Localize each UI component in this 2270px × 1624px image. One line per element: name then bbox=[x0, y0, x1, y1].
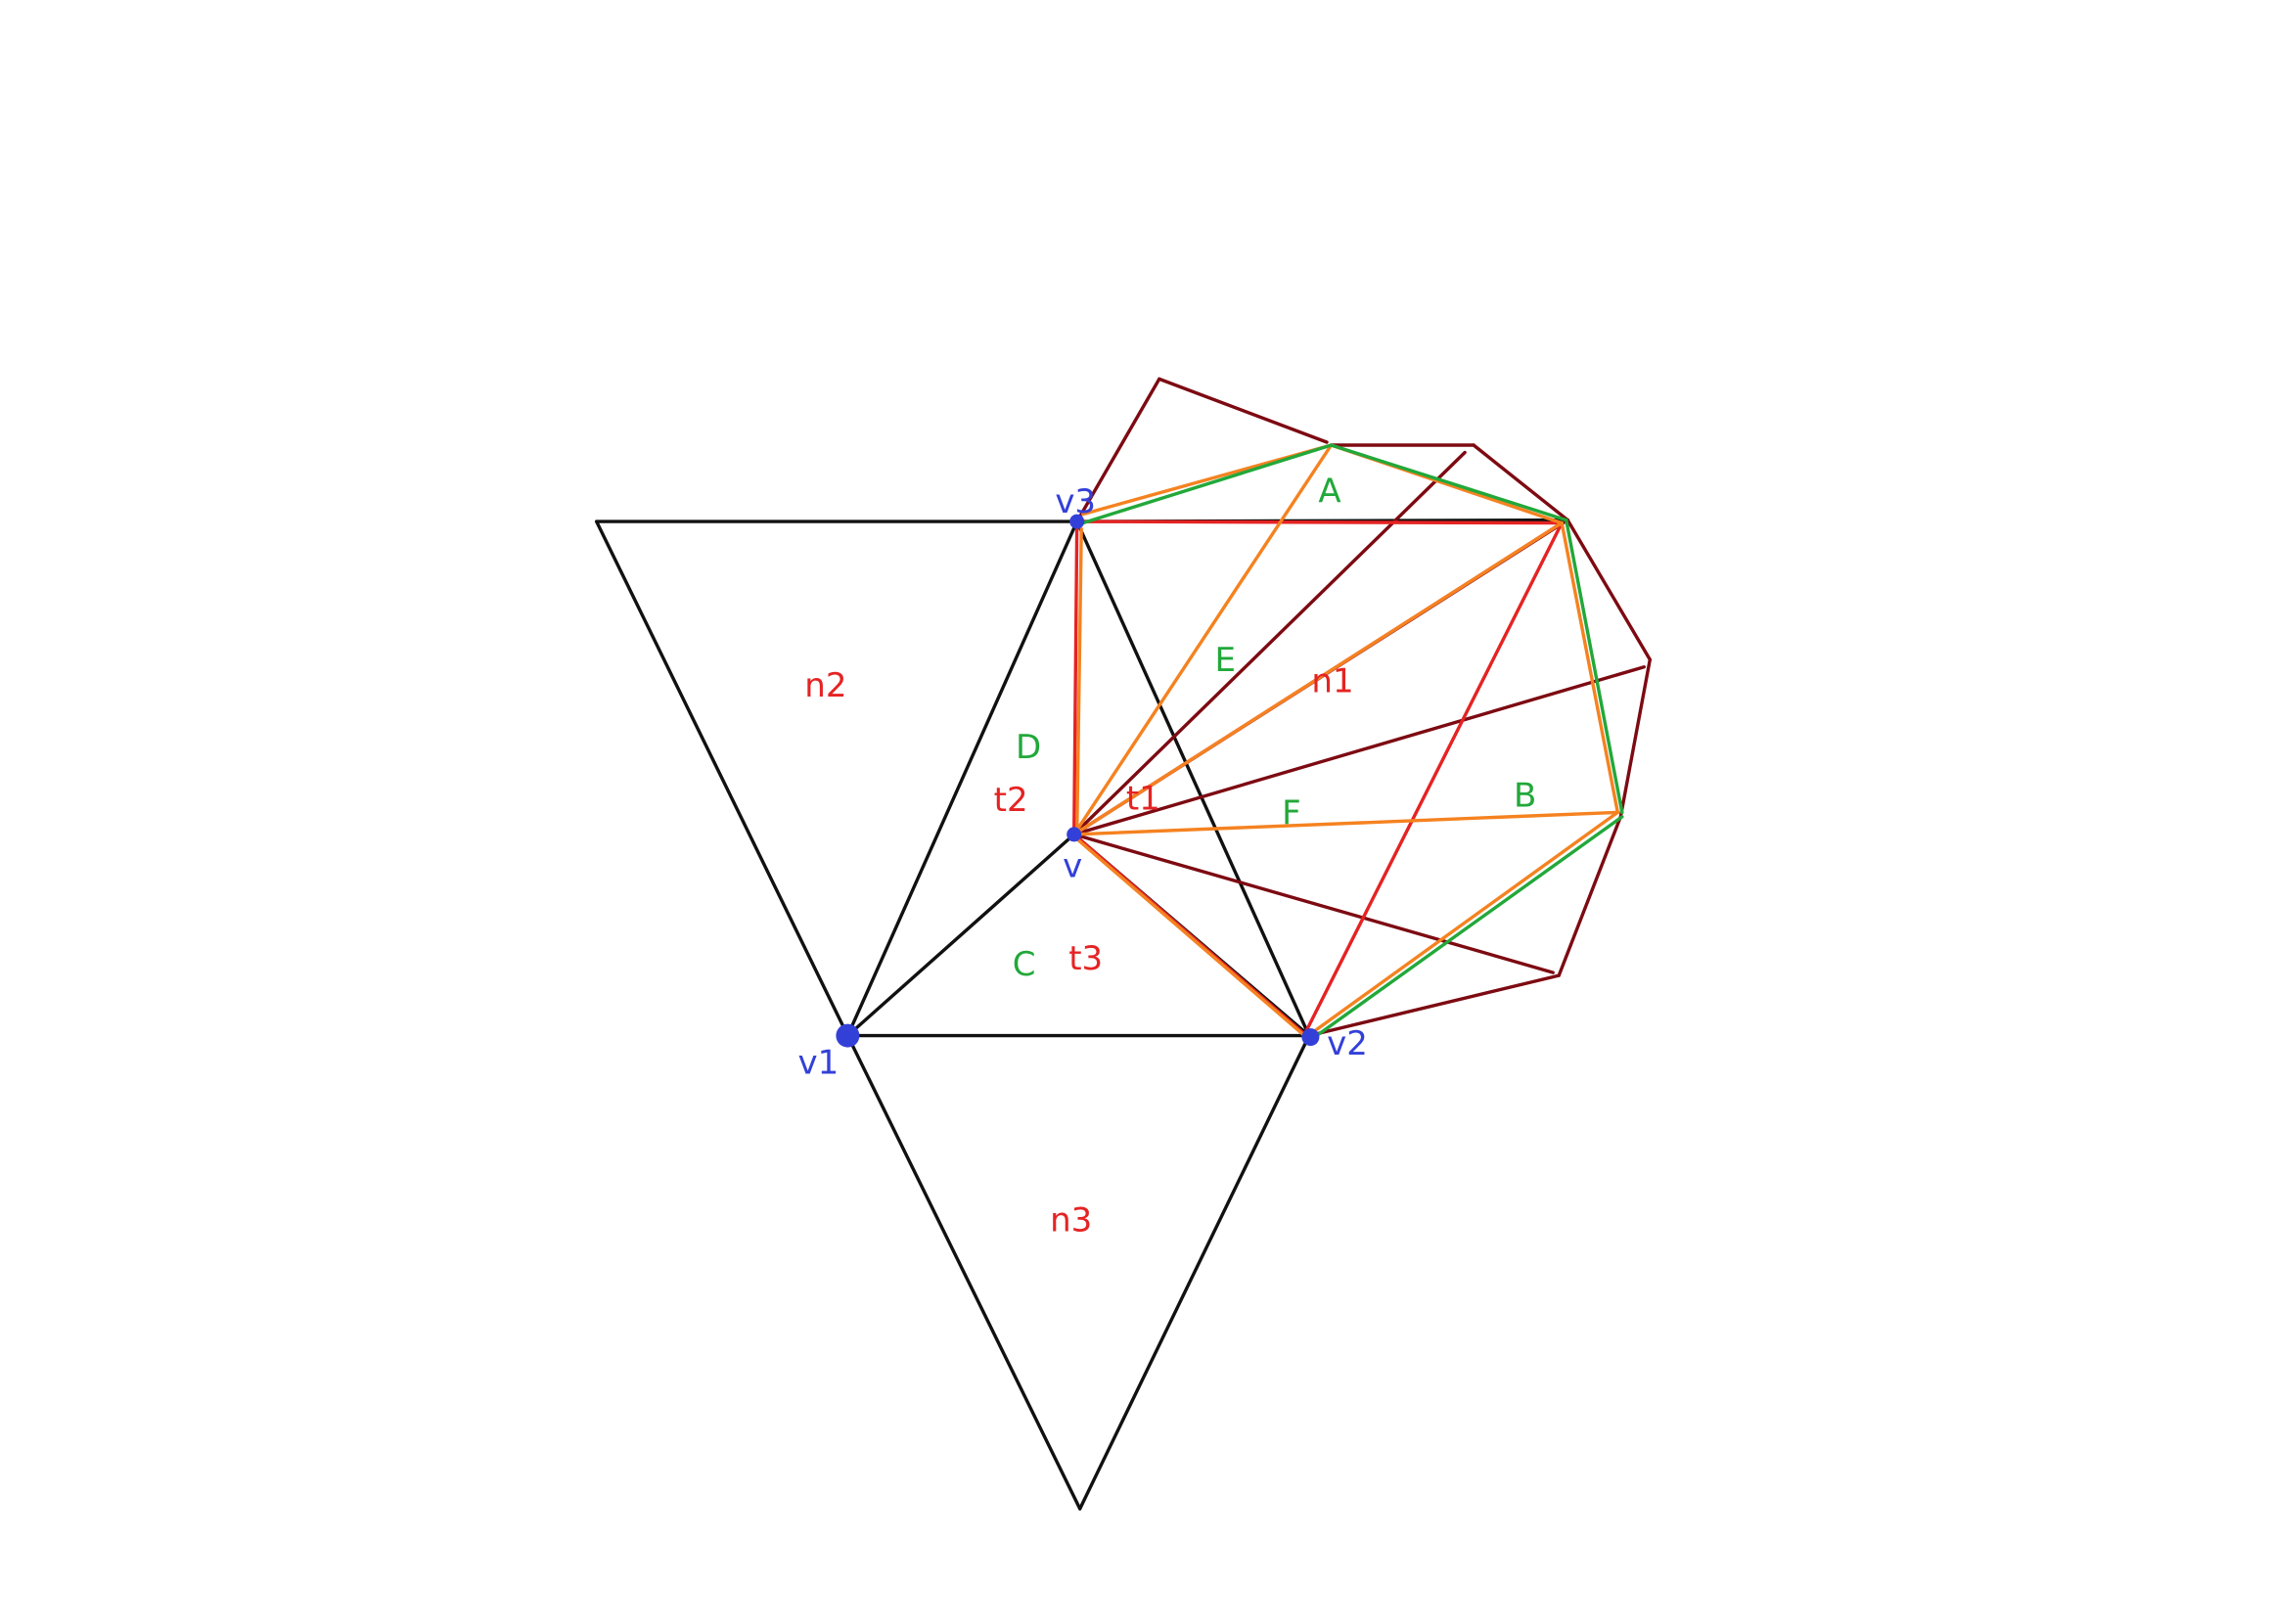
label-v2: v2 bbox=[1327, 1024, 1368, 1063]
vertex-v bbox=[1067, 827, 1082, 842]
or-v-d bbox=[1071, 520, 1564, 836]
red-edges bbox=[1071, 519, 1564, 1036]
edge-v2-v3 bbox=[1074, 519, 1311, 1038]
base-triangles bbox=[595, 518, 1569, 1511]
label-n2: n2 bbox=[804, 666, 846, 705]
label-v: v bbox=[1063, 847, 1082, 886]
label-t1: t1 bbox=[1126, 779, 1160, 818]
label-n3: n3 bbox=[1050, 1200, 1092, 1240]
fan-a-b bbox=[1158, 377, 1329, 444]
fan-v-j bbox=[1071, 665, 1647, 836]
edge-l-v1 bbox=[595, 519, 850, 1038]
vertex-markers bbox=[836, 514, 1320, 1048]
label-c: C bbox=[1013, 945, 1036, 984]
label-n1: n1 bbox=[1311, 661, 1353, 700]
fan-v3-a bbox=[1074, 377, 1161, 523]
red-v3-d bbox=[1074, 519, 1564, 525]
label-e: E bbox=[1215, 641, 1236, 680]
label-f: F bbox=[1282, 793, 1301, 833]
edge-v2-t bbox=[1077, 1033, 1311, 1511]
or-d-f bbox=[1560, 520, 1620, 815]
gr-d-f bbox=[1564, 518, 1624, 815]
vertex-v2 bbox=[1301, 1028, 1320, 1047]
green-edges bbox=[1080, 443, 1624, 1042]
label-v1: v1 bbox=[798, 1044, 840, 1083]
edge-v1-t bbox=[845, 1033, 1082, 1511]
diagram-labels: v v1 v2 v3 n1 n2 n3 t1 t2 t3 A B C D E F bbox=[798, 473, 1537, 1241]
fan-d-e bbox=[1566, 518, 1653, 661]
label-b: B bbox=[1514, 776, 1536, 815]
vertex-v3 bbox=[1069, 514, 1085, 529]
label-t3: t3 bbox=[1068, 939, 1103, 978]
or-v-b bbox=[1071, 443, 1334, 836]
or-f-v2 bbox=[1304, 810, 1620, 1039]
or-v-v2 bbox=[1076, 838, 1308, 1039]
label-a: A bbox=[1318, 473, 1340, 512]
edge-v1-v3 bbox=[845, 519, 1079, 1038]
gr-v3-b bbox=[1080, 443, 1334, 525]
fan-v-h bbox=[1071, 833, 1555, 974]
orange-edges bbox=[1071, 443, 1620, 1039]
gr-b-d bbox=[1329, 443, 1568, 522]
label-d: D bbox=[1016, 728, 1041, 767]
edge-v-v1 bbox=[845, 833, 1076, 1038]
fan-g-v2 bbox=[1307, 973, 1561, 1038]
label-v3: v3 bbox=[1055, 482, 1096, 521]
fan-v-i bbox=[1071, 450, 1467, 836]
red-d-v2 bbox=[1302, 520, 1564, 1036]
vertex-v1 bbox=[836, 1023, 860, 1048]
gr-f-v2 bbox=[1308, 815, 1624, 1042]
or-v-f bbox=[1071, 810, 1620, 836]
label-t2: t2 bbox=[994, 781, 1028, 820]
fan-e-f bbox=[1618, 657, 1653, 819]
fan-c-d bbox=[1472, 443, 1569, 522]
fan-f-g bbox=[1557, 815, 1623, 977]
red-v3-v bbox=[1071, 519, 1079, 836]
or-v3-v bbox=[1074, 526, 1083, 834]
